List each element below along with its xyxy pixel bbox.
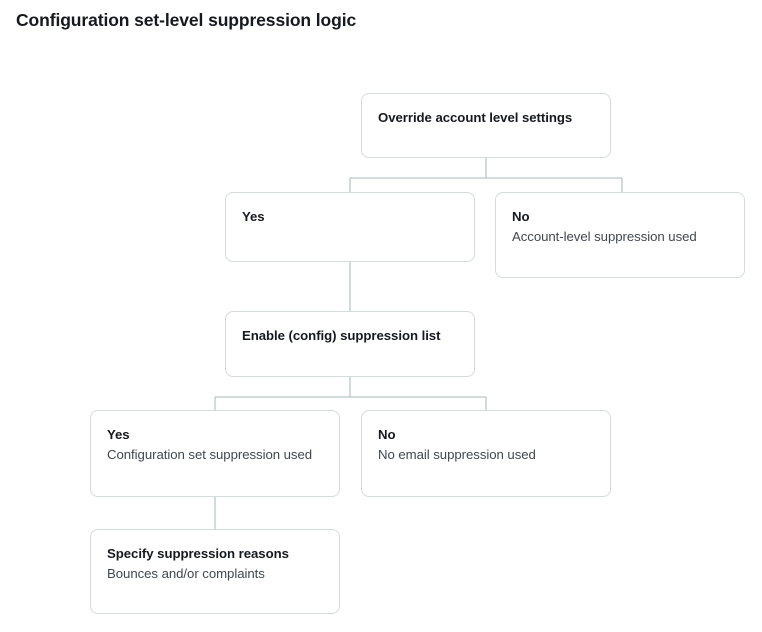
node-override-yes[interactable]: Yes <box>225 192 475 262</box>
node-title: Yes <box>107 427 130 442</box>
node-title: Specify suppression reasons <box>107 546 289 561</box>
node-enable-yes[interactable]: Yes Configuration set suppression used <box>90 410 340 497</box>
node-title: Enable (config) suppression list <box>242 328 441 343</box>
node-title: No <box>512 209 530 224</box>
node-subtitle: No email suppression used <box>378 447 536 463</box>
node-override-account-level-settings[interactable]: Override account level settings <box>361 93 611 158</box>
node-enable-no[interactable]: No No email suppression used <box>361 410 611 497</box>
node-specify-suppression-reasons[interactable]: Specify suppression reasons Bounces and/… <box>90 529 340 614</box>
node-subtitle: Account-level suppression used <box>512 229 697 245</box>
node-title: No <box>378 427 396 442</box>
node-override-no[interactable]: No Account-level suppression used <box>495 192 745 278</box>
node-title: Override account level settings <box>378 110 573 125</box>
node-enable-config-suppression-list[interactable]: Enable (config) suppression list <box>225 311 475 377</box>
node-subtitle: Configuration set suppression used <box>107 447 313 463</box>
node-title: Yes <box>242 209 265 224</box>
page-title: Configuration set-level suppression logi… <box>16 10 357 30</box>
node-subtitle: Bounces and/or complaints <box>107 566 265 582</box>
